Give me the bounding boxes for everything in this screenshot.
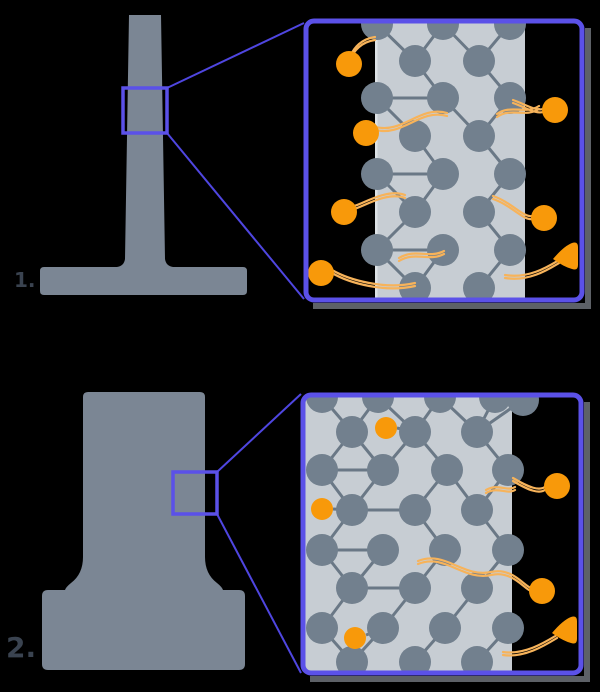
zoom-connector-line [216, 393, 302, 473]
lattice-node [427, 158, 459, 190]
zoom-connector-line [166, 22, 305, 89]
inset-shadow [310, 402, 590, 682]
lattice-node [399, 272, 431, 299]
molecule-tether [511, 479, 548, 493]
lattice-node [399, 416, 431, 448]
lattice-node [461, 416, 493, 448]
surface-molecule [308, 260, 334, 286]
surface-molecule [542, 97, 568, 123]
molecule-tether [491, 194, 534, 218]
lattice-node [361, 234, 393, 266]
lattice-node [399, 120, 431, 152]
zoom-connector-line [216, 513, 302, 674]
lattice-node [463, 120, 495, 152]
lattice-node [463, 272, 495, 299]
lattice-node [494, 234, 526, 266]
lattice-node [494, 22, 526, 40]
molecule-tether [416, 557, 533, 590]
lattice-node [492, 612, 524, 644]
lattice-node [429, 612, 461, 644]
lattice-node [427, 234, 459, 266]
surface-molecule [544, 473, 570, 499]
figure-1-thin-wall-sample [40, 15, 591, 309]
lattice-node [336, 572, 368, 604]
molecule-tether [374, 113, 449, 133]
figure-2-thick-wall-sample [42, 392, 590, 682]
molecule-tether [495, 107, 541, 119]
lattice-node [306, 454, 338, 486]
lattice-node [336, 416, 368, 448]
funnel-molecule [553, 242, 578, 270]
lattice-node [492, 534, 524, 566]
surface-molecule [529, 578, 555, 604]
molecule-tether [397, 252, 446, 263]
funnel-molecule [552, 616, 577, 644]
cross-section-shape [40, 15, 247, 295]
molecule-tether [352, 192, 407, 208]
molecule-tether [503, 261, 561, 280]
molecule-tether [352, 195, 407, 211]
surface-molecule [531, 205, 557, 231]
inset-shadow [313, 28, 591, 309]
lattice-node [492, 454, 524, 486]
molecule-tether [484, 485, 517, 492]
molecule-tether [397, 249, 446, 260]
molecule-tether [495, 104, 541, 116]
lattice-node [431, 454, 463, 486]
lattice-node [306, 534, 338, 566]
surface-molecule [336, 51, 362, 77]
lattice-node [306, 612, 338, 644]
lattice-node [399, 572, 431, 604]
lattice-node [361, 158, 393, 190]
lattice-node [494, 158, 526, 190]
lattice-node [361, 82, 393, 114]
lattice-node [399, 646, 431, 672]
lattice-node [427, 22, 459, 40]
zoom-source-rect [171, 470, 219, 516]
lattice-node [367, 534, 399, 566]
lattice-node [463, 196, 495, 228]
embedded-molecule [344, 627, 366, 649]
molecule-tether [374, 110, 449, 130]
embedded-molecule [311, 498, 333, 520]
lattice-node [461, 646, 493, 672]
zoom-connector-line [166, 132, 305, 300]
embedded-molecule [375, 417, 397, 439]
lattice-node [336, 494, 368, 526]
lattice-node [399, 196, 431, 228]
surface-molecule [353, 120, 379, 146]
molecule-tether [491, 197, 534, 221]
molecule-tether [330, 271, 417, 290]
molecule-tether [330, 268, 417, 287]
lattice-node [461, 572, 493, 604]
cross-section-shape [42, 392, 245, 670]
lattice-node [461, 494, 493, 526]
inset-border [300, 392, 584, 676]
lattice-node [399, 45, 431, 77]
inset-2 [300, 392, 590, 682]
lattice-node [336, 646, 368, 672]
zoom-source-rect [121, 86, 169, 135]
inset-border [303, 18, 585, 303]
molecule-tether [416, 560, 533, 593]
lattice-node [367, 454, 399, 486]
lattice-node [507, 396, 539, 416]
lattice-node [463, 45, 495, 77]
molecule-tether [503, 258, 561, 277]
molecule-tether [484, 488, 517, 495]
lattice-node [361, 22, 393, 40]
figure2-label: 2. [6, 631, 37, 664]
figure1-label: 1. [14, 268, 36, 292]
lattice-node [427, 82, 459, 114]
inset-1 [303, 18, 591, 309]
molecule-tether [501, 633, 559, 654]
lattice-node [399, 494, 431, 526]
lattice-node [367, 612, 399, 644]
surface-molecule [331, 199, 357, 225]
molecule-tether [501, 636, 559, 657]
